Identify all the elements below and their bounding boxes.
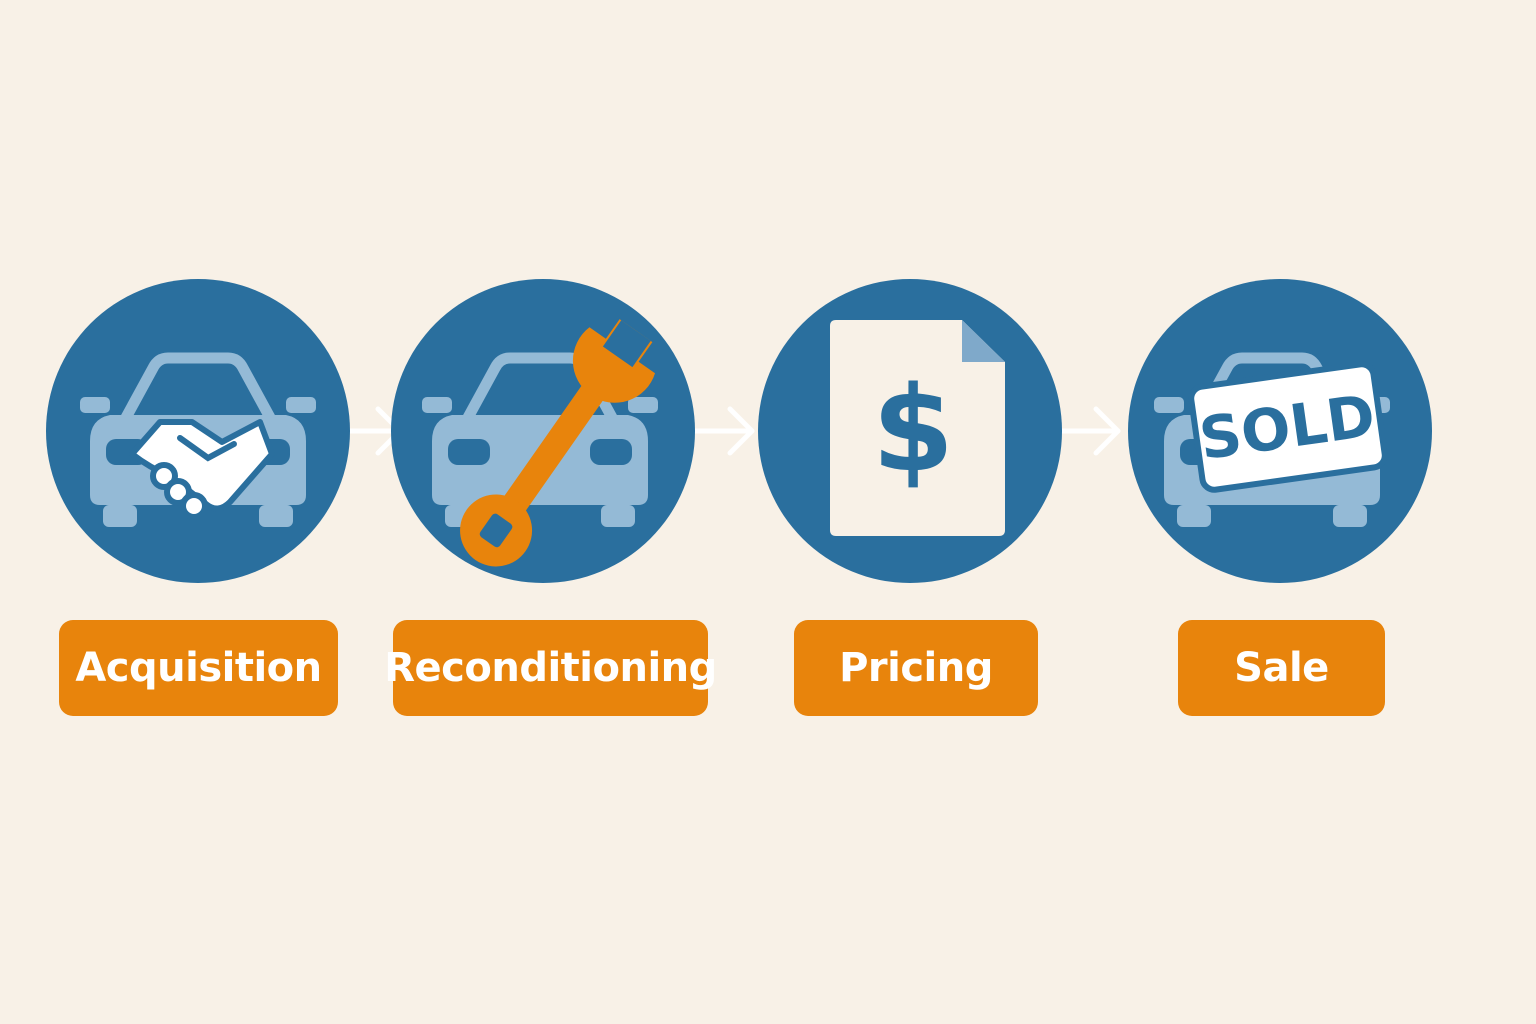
- flow-arrow-3: [1059, 406, 1121, 456]
- handshake-icon: [129, 419, 275, 520]
- step-label-acquisition: Acquisition: [59, 620, 338, 716]
- wrench-icon: [460, 319, 656, 567]
- step-label-pricing: Pricing: [794, 620, 1038, 716]
- step-label-reconditioning: Reconditioning: [384, 620, 717, 716]
- step-sale-circle: [1128, 279, 1432, 583]
- dollar-sign-icon: $: [872, 360, 954, 498]
- step-label-sale: Sale: [1178, 620, 1385, 716]
- flow-arrow-2: [691, 406, 755, 456]
- step-pricing-circle: [758, 279, 1062, 583]
- step-acquisition-circle: [46, 279, 350, 583]
- price-document-icon: [830, 320, 1005, 536]
- sold-sign-icon: [1188, 361, 1388, 493]
- step-reconditioning-circle: [391, 279, 695, 583]
